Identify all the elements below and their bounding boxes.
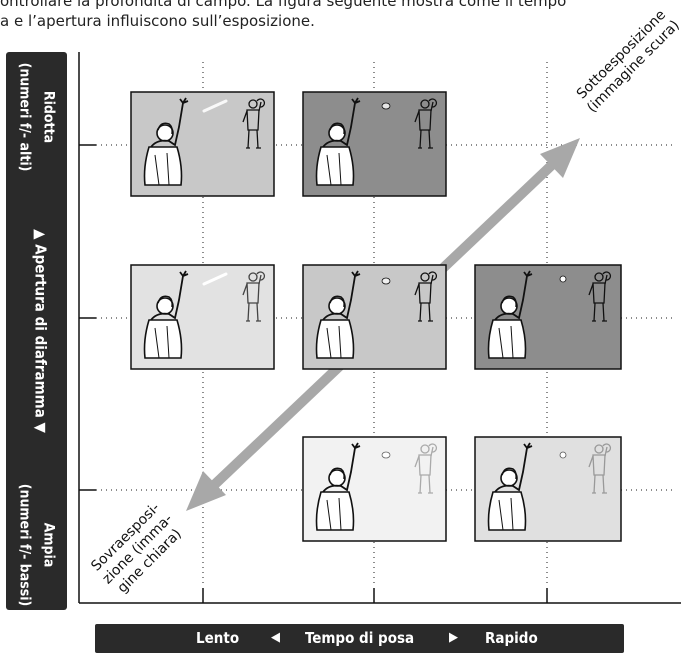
frame-small-aperture-medium-shutter [302, 91, 447, 197]
frame-medium-aperture-fast-shutter [474, 264, 622, 370]
frame-medium-aperture-medium-shutter [302, 264, 447, 370]
frame-wide-aperture-fast-shutter [474, 436, 622, 542]
intro-line-2: a e l’apertura influiscono sull’esposizi… [0, 12, 315, 30]
aperture-axis-panel [6, 52, 67, 610]
frame-wide-aperture-medium-shutter [302, 436, 447, 542]
plot-axes [78, 52, 681, 604]
shutter-speed-axis-title: Tempo di posa [305, 629, 415, 647]
shutter-fast-label: Rapido [485, 629, 538, 647]
arrow-left-icon: ◀ [271, 630, 280, 645]
arrow-right-icon: ▶ [449, 630, 458, 645]
intro-text: ontrollare la profondità di campo. La fi… [0, 0, 681, 31]
frame-medium-aperture-slow-shutter [130, 264, 275, 370]
shutter-slow-label: Lento [196, 629, 240, 647]
intro-line-1: ontrollare la profondità di campo. La fi… [0, 0, 567, 10]
frame-small-aperture-slow-shutter [130, 91, 275, 197]
shutter-speed-axis-panel: Lento ◀ Tempo di posa ▶ Rapido [95, 624, 624, 653]
